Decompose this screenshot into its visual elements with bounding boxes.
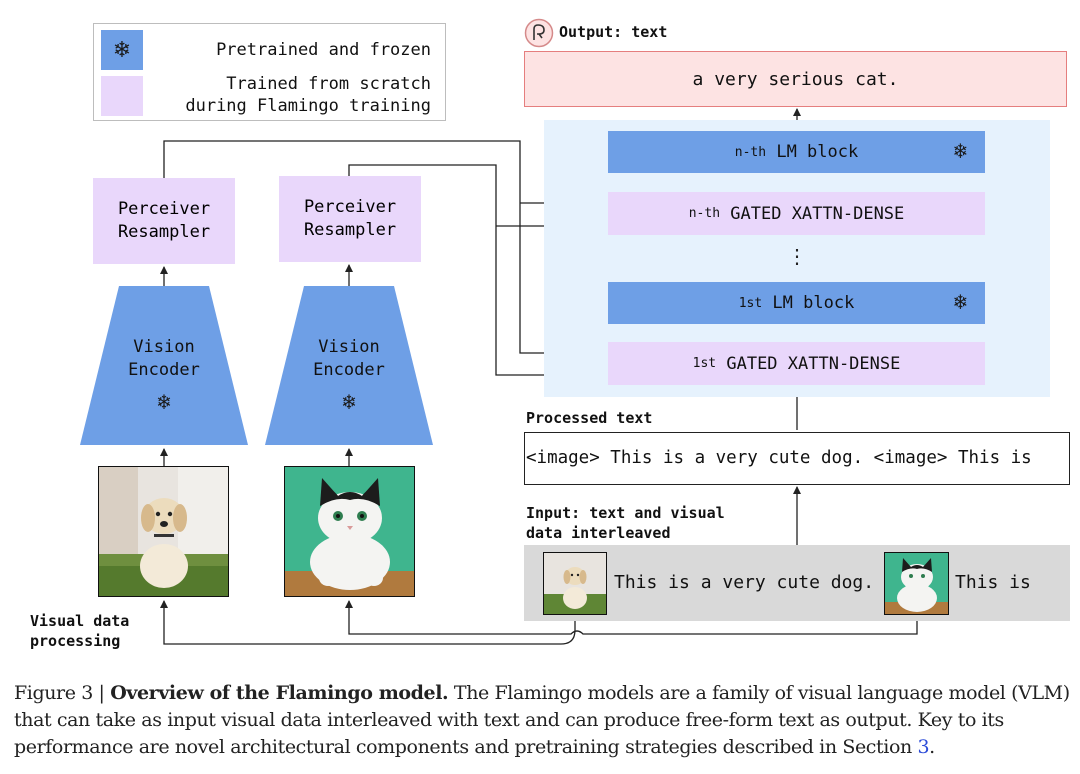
caption-body: The Flamingo models are a family of visu… (14, 682, 1070, 758)
output-header: Output: text (559, 23, 668, 41)
legend: ❄ Pretrained and frozen Trained from scr… (93, 23, 446, 121)
snowflake-icon: ❄ (157, 390, 171, 415)
snowflake-icon: ❄ (342, 390, 356, 415)
nth-lm-prefix: n-th (734, 144, 767, 160)
layer-ellipsis: ⋮ (787, 244, 807, 268)
visual-processing-line1: Visual data (30, 612, 130, 630)
input-interleaved-box: This is a very cute dog. This is (524, 545, 1070, 621)
snowflake-icon: ❄ (953, 290, 967, 315)
caption-section-link[interactable]: 3 (917, 736, 930, 758)
caption-figure-label: Figure 3 | (14, 682, 105, 704)
legend-scratch-line2: during Flamingo training (185, 96, 431, 116)
nth-lm-block: n-th LM block ❄ (608, 131, 985, 173)
left-resampler-line2: Resampler (117, 222, 211, 242)
input-cat-to-right-image-line (345, 600, 918, 635)
input-header: Input: text and visual data interleaved (526, 503, 725, 543)
input-cat-thumbnail (884, 552, 949, 615)
processed-text-header: Processed text (526, 409, 653, 427)
right-encoder-line1: Vision (318, 337, 380, 357)
input-dog-to-left-image-line (160, 600, 576, 645)
input-header-line1: Input: text and visual (526, 504, 725, 522)
processed-text-box: <image> This is a very cute dog. <image>… (524, 432, 1070, 485)
nth-xattn-label: GATED XATTN-DENSE (730, 203, 905, 224)
nth-lm-label: LM block (776, 142, 859, 162)
right-vision-encoder: Vision Encoder ❄ (263, 336, 435, 414)
input-dog-thumbnail (543, 552, 607, 615)
left-perceiver-resampler: Perceiver Resampler (93, 178, 235, 264)
figure-caption: Figure 3 | Overview of the Flamingo mode… (14, 680, 1074, 761)
visual-data-processing-label: Visual data processing (30, 611, 129, 651)
input-text-1: This is a very cute dog. (614, 572, 875, 593)
input-text-2: This is (955, 572, 1031, 593)
output-text-box: a very serious cat. (524, 51, 1067, 107)
right-resampler-line2: Resampler (303, 220, 397, 240)
first-lm-prefix: 1st (738, 295, 763, 311)
legend-scratch-label: Trained from scratch during Flamingo tra… (185, 73, 431, 117)
right-resampler-to-first-xattn-line (348, 164, 605, 379)
input-header-line2: data interleaved (526, 524, 671, 542)
left-encoder-line1: Vision (133, 337, 195, 357)
left-resampler-line1: Perceiver (117, 199, 211, 219)
first-gated-xattn-dense: 1st GATED XATTN-DENSE (608, 342, 985, 385)
legend-scratch-line1: Trained from scratch (226, 74, 431, 94)
first-xattn-label: GATED XATTN-DENSE (726, 353, 901, 374)
left-vision-encoder: Vision Encoder ❄ (78, 336, 250, 414)
nth-gated-xattn-dense: n-th GATED XATTN-DENSE (608, 192, 985, 235)
flamingo-logo-icon (524, 18, 554, 48)
legend-frozen-label: Pretrained and frozen (216, 40, 431, 60)
dog-image (98, 466, 229, 597)
caption-title: Overview of the Flamingo model. (110, 682, 449, 704)
first-lm-block: 1st LM block ❄ (608, 282, 985, 324)
nth-xattn-prefix: n-th (688, 206, 721, 221)
right-vision-encoder-shape (265, 286, 433, 445)
snowflake-icon: ❄ (112, 37, 132, 62)
cat-image (284, 466, 415, 597)
first-xattn-prefix: 1st (692, 356, 717, 371)
visual-processing-line2: processing (30, 632, 121, 650)
first-lm-label: LM block (772, 293, 855, 313)
legend-frozen-swatch: ❄ (101, 30, 143, 70)
left-vision-encoder-shape (80, 286, 248, 445)
caption-end: . (929, 736, 935, 758)
right-encoder-line2: Encoder (313, 360, 385, 380)
snowflake-icon: ❄ (953, 139, 967, 164)
right-resampler-line1: Perceiver (303, 197, 397, 217)
legend-scratch-swatch (101, 76, 143, 116)
left-encoder-line2: Encoder (128, 360, 200, 380)
right-perceiver-resampler: Perceiver Resampler (279, 176, 421, 262)
